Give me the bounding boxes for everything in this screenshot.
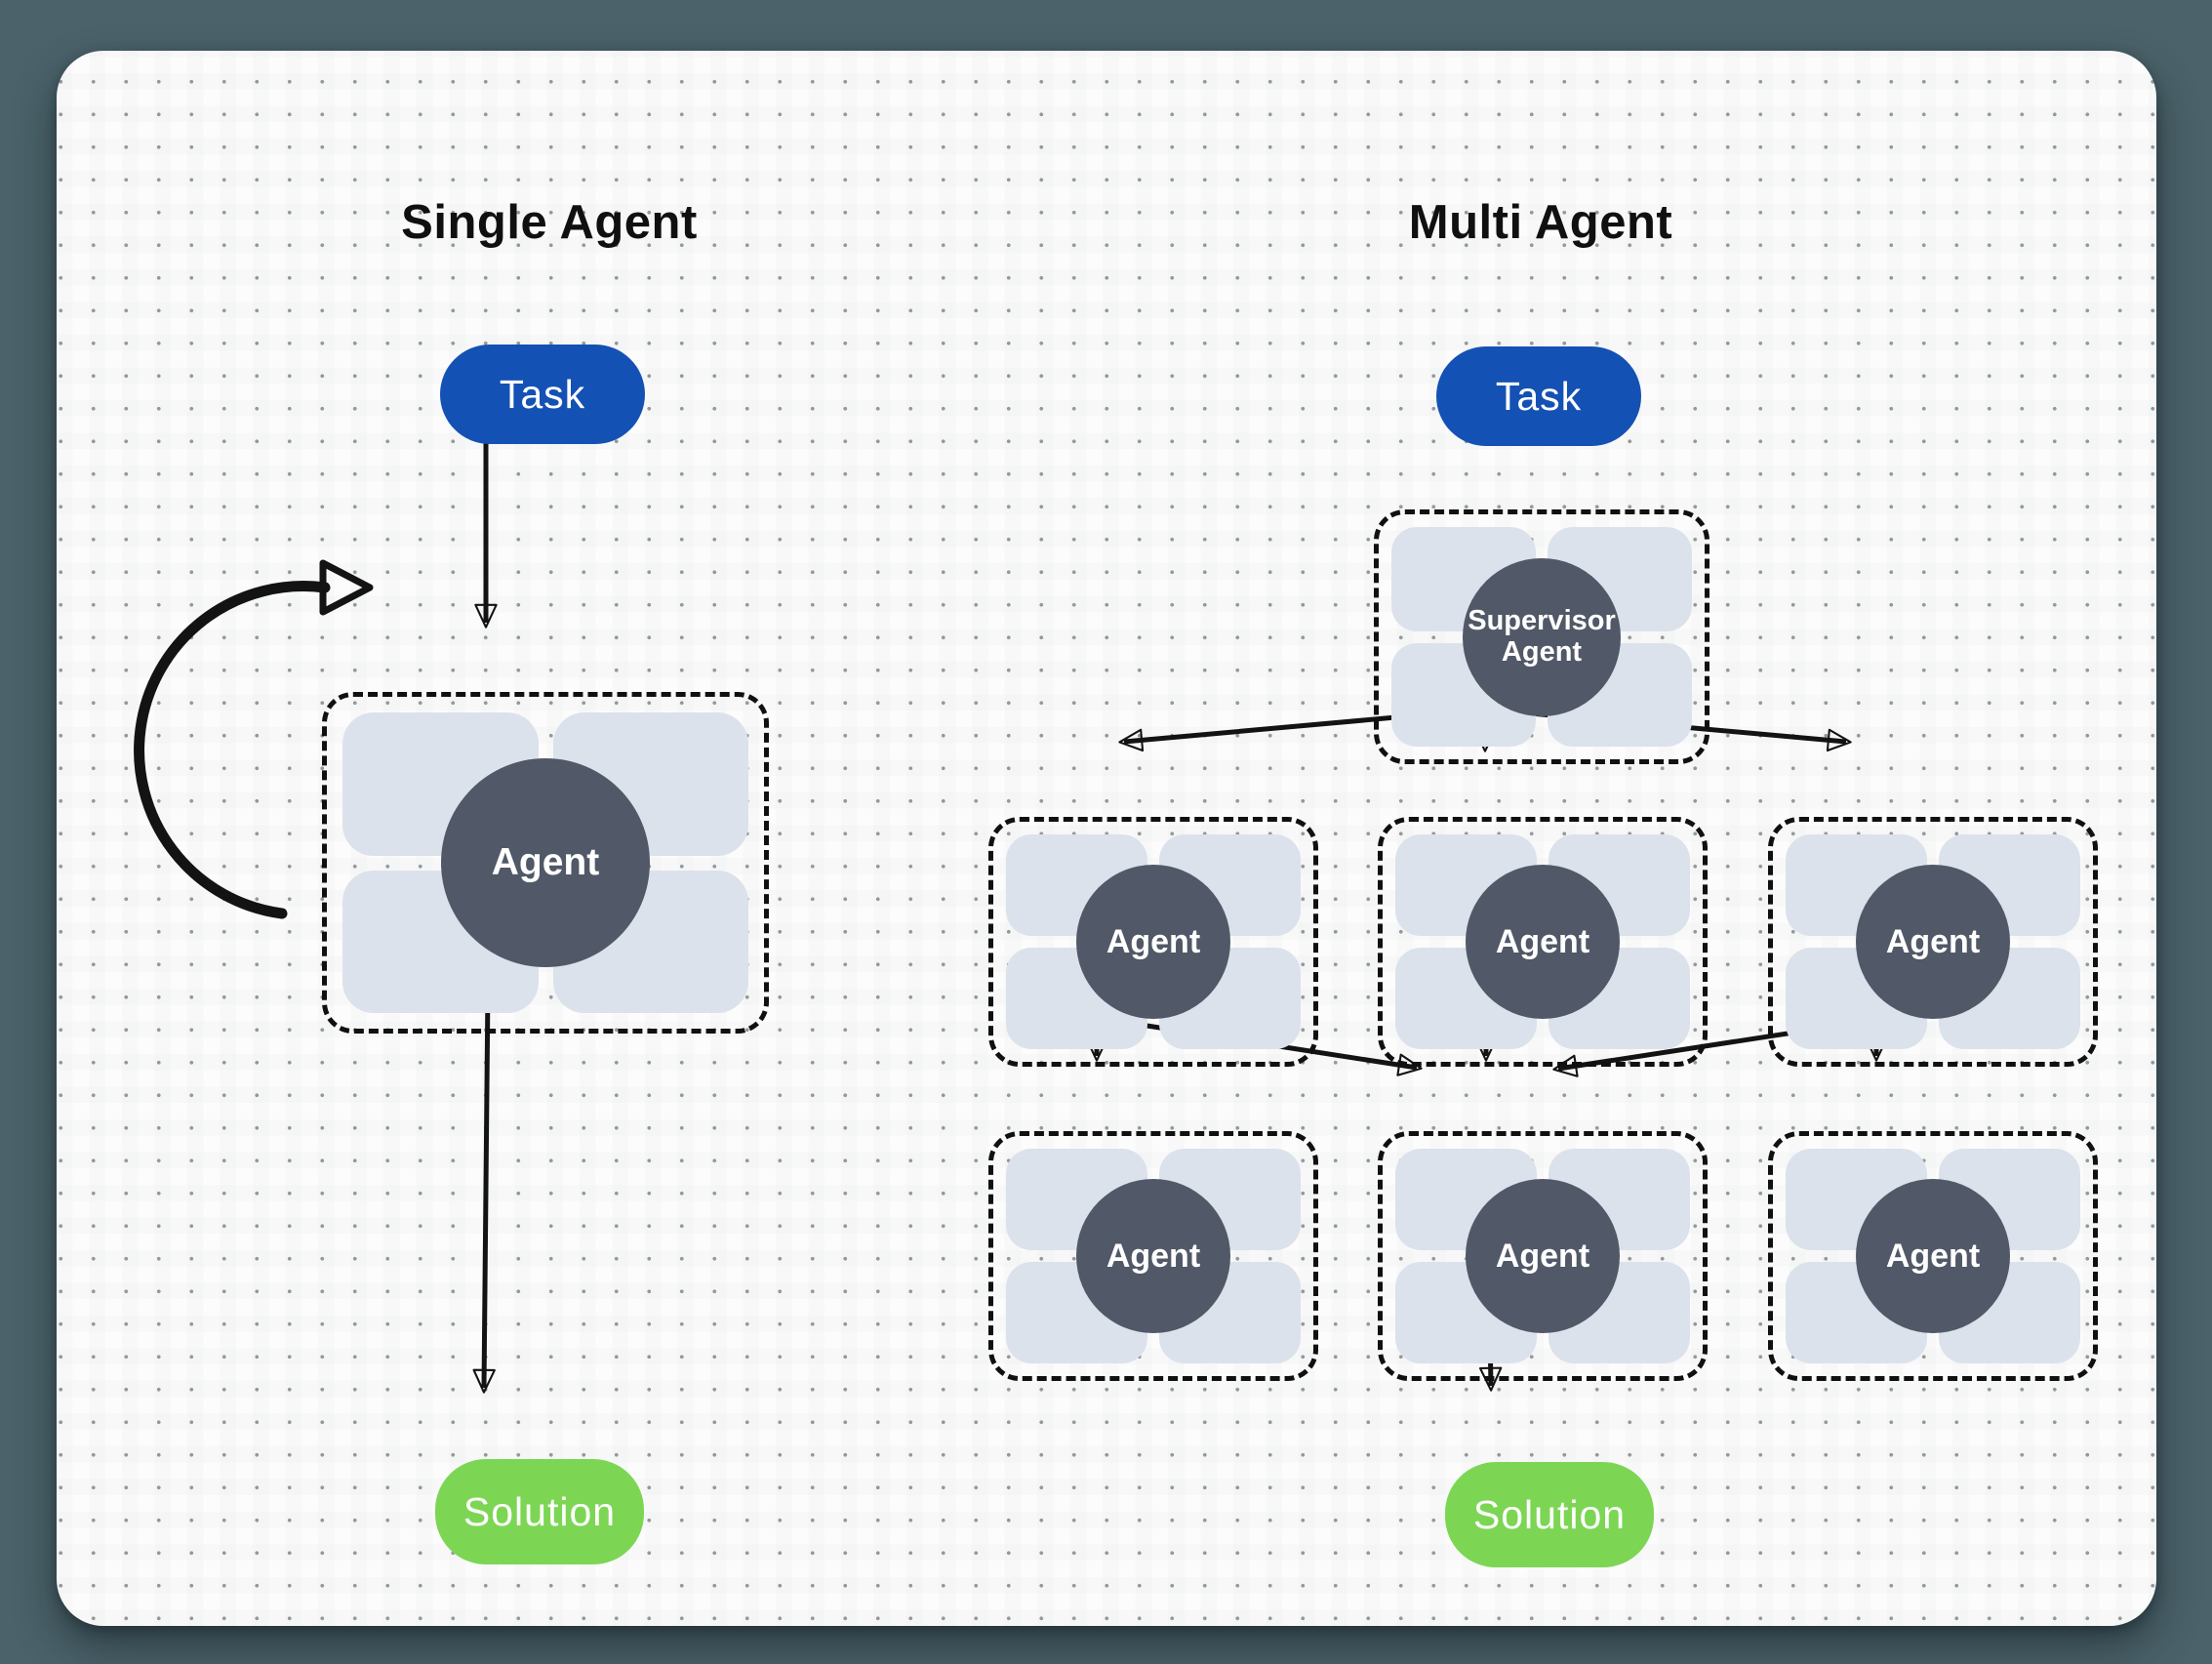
agent-label: Agent <box>1495 1237 1590 1275</box>
single-agent-box: Agent <box>322 692 769 1034</box>
agent-circle-1: Agent <box>1076 865 1230 1019</box>
multi-agent-box-5: Agent <box>1378 1131 1708 1381</box>
agent-label: Agent <box>1106 922 1201 960</box>
multi-agent-box-1: Agent <box>988 817 1318 1067</box>
single-solution-node: Solution <box>435 1459 644 1564</box>
agent-label: Agent <box>1885 1237 1981 1275</box>
supervisor-label: Supervisor Agent <box>1468 604 1616 668</box>
multi-agent-box-4: Agent <box>988 1131 1318 1381</box>
agent-label: Agent <box>491 841 600 883</box>
single-agent-title: Single Agent <box>401 196 698 249</box>
multi-solution-node: Solution <box>1445 1462 1654 1567</box>
multi-agent-title: Multi Agent <box>1408 196 1673 249</box>
single-agent-circle: Agent <box>441 758 650 967</box>
agent-circle-5: Agent <box>1466 1179 1620 1333</box>
self-loop-arrowhead <box>319 559 374 616</box>
arrow-agent-to-solution-single <box>472 987 496 1394</box>
multi-agent-box-2: Agent <box>1378 817 1708 1067</box>
agent-label: Agent <box>1106 1237 1201 1275</box>
agent-label: Agent <box>1885 922 1981 960</box>
multi-task-node: Task <box>1436 346 1641 446</box>
whiteboard-card: Single Agent Multi Agent Task Agent Solu… <box>57 51 2156 1626</box>
supervisor-agent-box: Supervisor Agent <box>1374 509 1709 764</box>
multi-agent-box-6: Agent <box>1768 1131 2098 1381</box>
self-loop-arc <box>134 581 331 919</box>
agent-circle-2: Agent <box>1466 865 1620 1019</box>
agent-circle-4: Agent <box>1076 1179 1230 1333</box>
agent-label: Agent <box>1495 922 1590 960</box>
single-task-node: Task <box>440 345 645 444</box>
agent-circle-6: Agent <box>1856 1179 2010 1333</box>
supervisor-agent-circle: Supervisor Agent <box>1463 557 1621 716</box>
multi-agent-box-3: Agent <box>1768 817 2098 1067</box>
agent-circle-3: Agent <box>1856 865 2010 1019</box>
